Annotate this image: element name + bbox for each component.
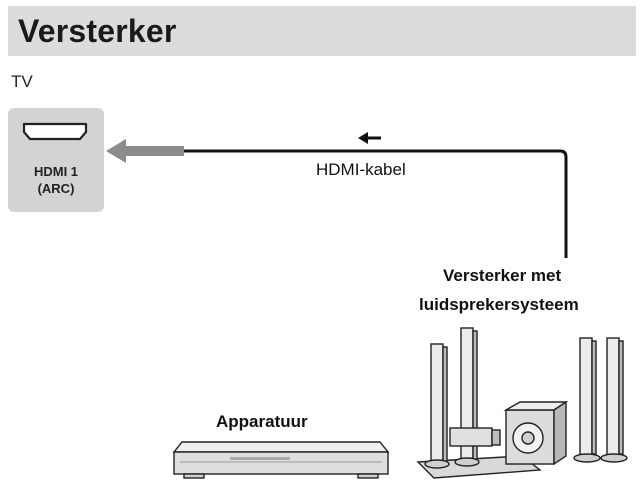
hdmi-cable [184, 149, 568, 258]
amplifier-label-line2: luidsprekersysteem [419, 295, 579, 314]
page-title: Versterker [18, 13, 177, 49]
arrow-left-icon [358, 132, 381, 144]
equipment-label: Apparatuur [216, 412, 308, 431]
connector-arrow-icon [106, 139, 184, 163]
title-bar: Versterker [8, 6, 636, 56]
amplifier-label-line1: Versterker met [443, 266, 562, 285]
cable-label: HDMI-kabel [316, 160, 406, 179]
tv-hdmi-panel: HDMI 1 (ARC) [8, 108, 104, 212]
tv-label: TV [11, 72, 33, 91]
hdmi-port-mode: (ARC) [37, 181, 75, 196]
speaker-system-icon [416, 327, 628, 479]
hdmi-port-name: HDMI 1 [33, 164, 79, 179]
hdmi-port-icon [22, 122, 88, 141]
player-device-icon [172, 441, 390, 479]
